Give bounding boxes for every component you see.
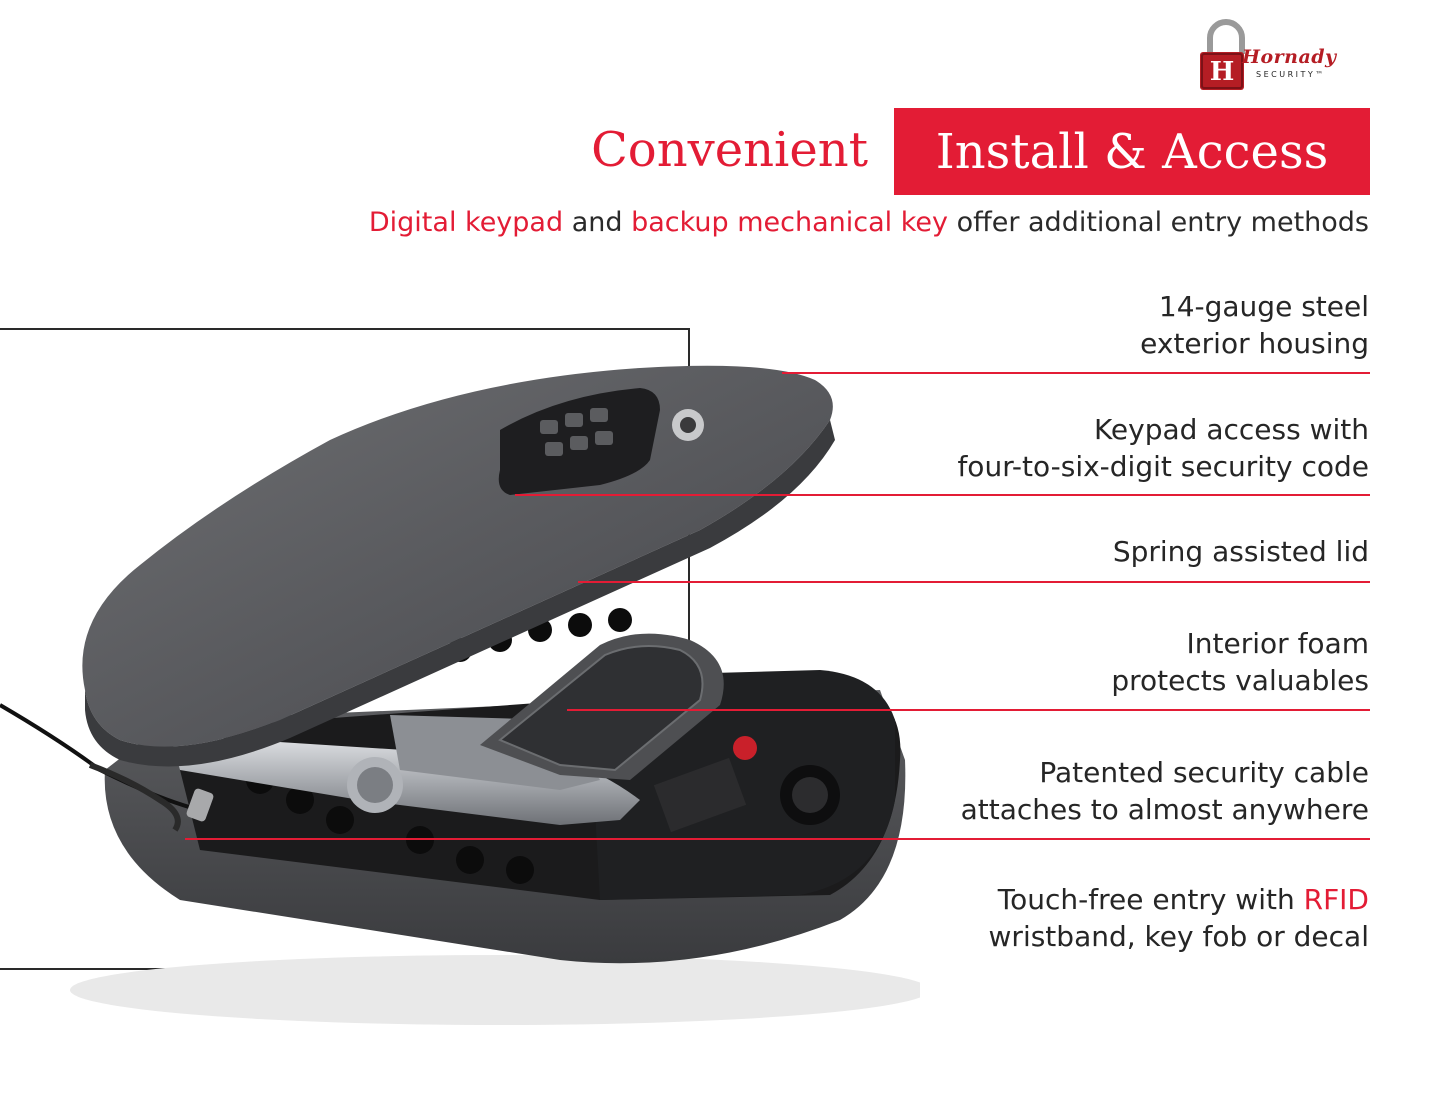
- hornady-security-logo: H Hornady SECURITY™: [1196, 18, 1386, 94]
- headline-install-access: Install & Access: [894, 108, 1370, 195]
- feature-rfid: RFID: [1303, 883, 1369, 916]
- feature-rfid-entry: Touch-free entry with RFID wristband, ke…: [989, 881, 1369, 955]
- subhead-rest: offer additional entry methods: [948, 207, 1369, 238]
- logo-trademark: ™: [1315, 70, 1326, 79]
- subhead-digital-keypad: Digital keypad: [368, 207, 564, 238]
- feature-text: Keypad access with: [1093, 413, 1369, 446]
- keypad-keys: [540, 408, 613, 456]
- feature-text: wristband, key fob or decal: [988, 920, 1369, 953]
- logo-subtitle: SECURITY: [1256, 70, 1316, 79]
- leader-line-foam: [567, 709, 1370, 711]
- handgun-safe-illustration: [0, 365, 920, 1025]
- feature-keypad-access: Keypad access with four-to-six-digit sec…: [957, 411, 1369, 485]
- leader-line-cable: [185, 838, 1370, 840]
- feature-interior-foam: Interior foam protects valuables: [1111, 625, 1369, 699]
- feature-text: Touch-free entry with: [997, 883, 1304, 916]
- feature-steel-housing: 14-gauge steel exterior housing: [1140, 288, 1369, 362]
- feature-text: attaches to almost anywhere: [960, 793, 1369, 826]
- leader-line-steel: [782, 372, 1370, 374]
- leader-line-keypad: [515, 494, 1370, 496]
- subhead-and: and: [563, 207, 632, 238]
- feature-text: 14-gauge steel: [1158, 290, 1369, 323]
- padlock-icon: H: [1200, 19, 1245, 90]
- feature-text: Patented security cable: [1039, 756, 1369, 789]
- handgun-slide: [170, 735, 640, 825]
- headline-convenient: Convenient: [591, 122, 868, 178]
- logo-wordmark: Hornady: [1242, 46, 1337, 68]
- feature-security-cable: Patented security cable attaches to almo…: [961, 754, 1369, 828]
- feature-text: exterior housing: [1140, 327, 1369, 360]
- headline-install-access-text: Install & Access: [935, 123, 1329, 180]
- feature-text: protects valuables: [1111, 664, 1369, 697]
- leader-line-lid: [578, 581, 1370, 583]
- feature-text: Interior foam: [1186, 627, 1369, 660]
- brand-badge: [733, 736, 757, 760]
- feature-spring-lid: Spring assisted lid: [1113, 533, 1369, 570]
- subheadline: Digital keypad and backup mechanical key…: [369, 207, 1369, 238]
- feature-text: Spring assisted lid: [1112, 535, 1369, 568]
- subhead-mechanical-key: backup mechanical key: [631, 207, 949, 238]
- feature-text: four-to-six-digit security code: [957, 450, 1369, 483]
- svg-text:H: H: [1210, 57, 1235, 87]
